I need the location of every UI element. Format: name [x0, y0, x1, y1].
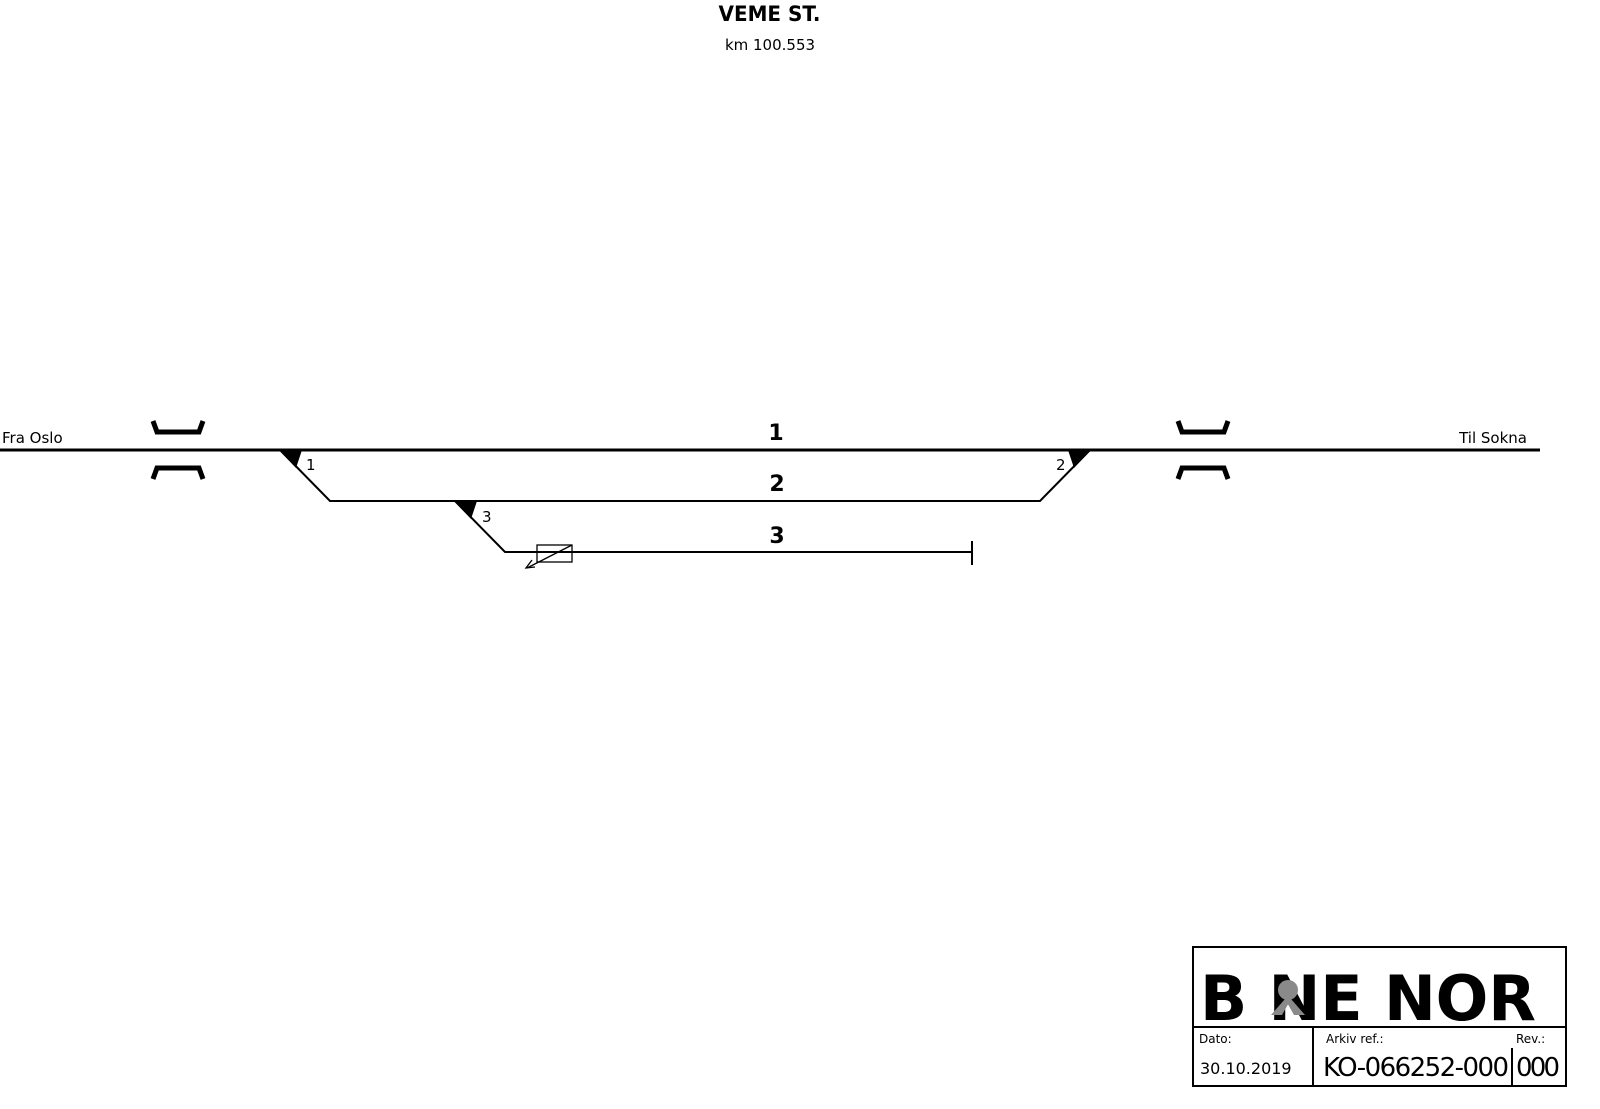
switch-1-label: 1: [306, 456, 316, 474]
bridge-right-bottom: [1175, 465, 1231, 480]
title-block: [1192, 946, 1567, 1087]
switch-1-marker: [279, 450, 302, 468]
direction-right: Til Sokna: [1458, 429, 1527, 447]
logo-text: B NE NOR: [1200, 962, 1550, 1035]
date-value: 30.10.2019: [1200, 1059, 1292, 1078]
bridge-right-top: [1175, 420, 1231, 435]
switch-3-marker: [454, 501, 477, 519]
bridge-left-top: [150, 420, 206, 435]
arrow-head: [524, 559, 536, 569]
track-3-label: 3: [769, 524, 784, 549]
archive-ref: KO-066252-000: [1323, 1053, 1509, 1083]
track-3-line: [454, 500, 972, 553]
track-2-label: 2: [769, 472, 784, 497]
archive-label: Arkiv ref.:: [1326, 1032, 1384, 1046]
track-1-label: 1: [768, 421, 783, 446]
rev-label: Rev.:: [1516, 1032, 1545, 1046]
derailer-box: [536, 544, 573, 563]
switch-2-marker: [1068, 450, 1091, 468]
station-km: km 100.553: [725, 36, 815, 54]
direction-left: Fra Oslo: [2, 429, 63, 447]
derailer-arrow: [526, 544, 573, 569]
track-2-line: [279, 449, 1091, 502]
bridge-left-bottom: [150, 465, 206, 480]
station-title: VEME ST.: [719, 2, 821, 27]
switch-2-label: 2: [1056, 456, 1066, 474]
rev-value: 000: [1516, 1053, 1560, 1083]
date-label: Dato:: [1199, 1032, 1232, 1046]
bane-nor-logo: B NE NOR: [1200, 962, 1550, 1035]
switch-3-label: 3: [482, 508, 492, 526]
